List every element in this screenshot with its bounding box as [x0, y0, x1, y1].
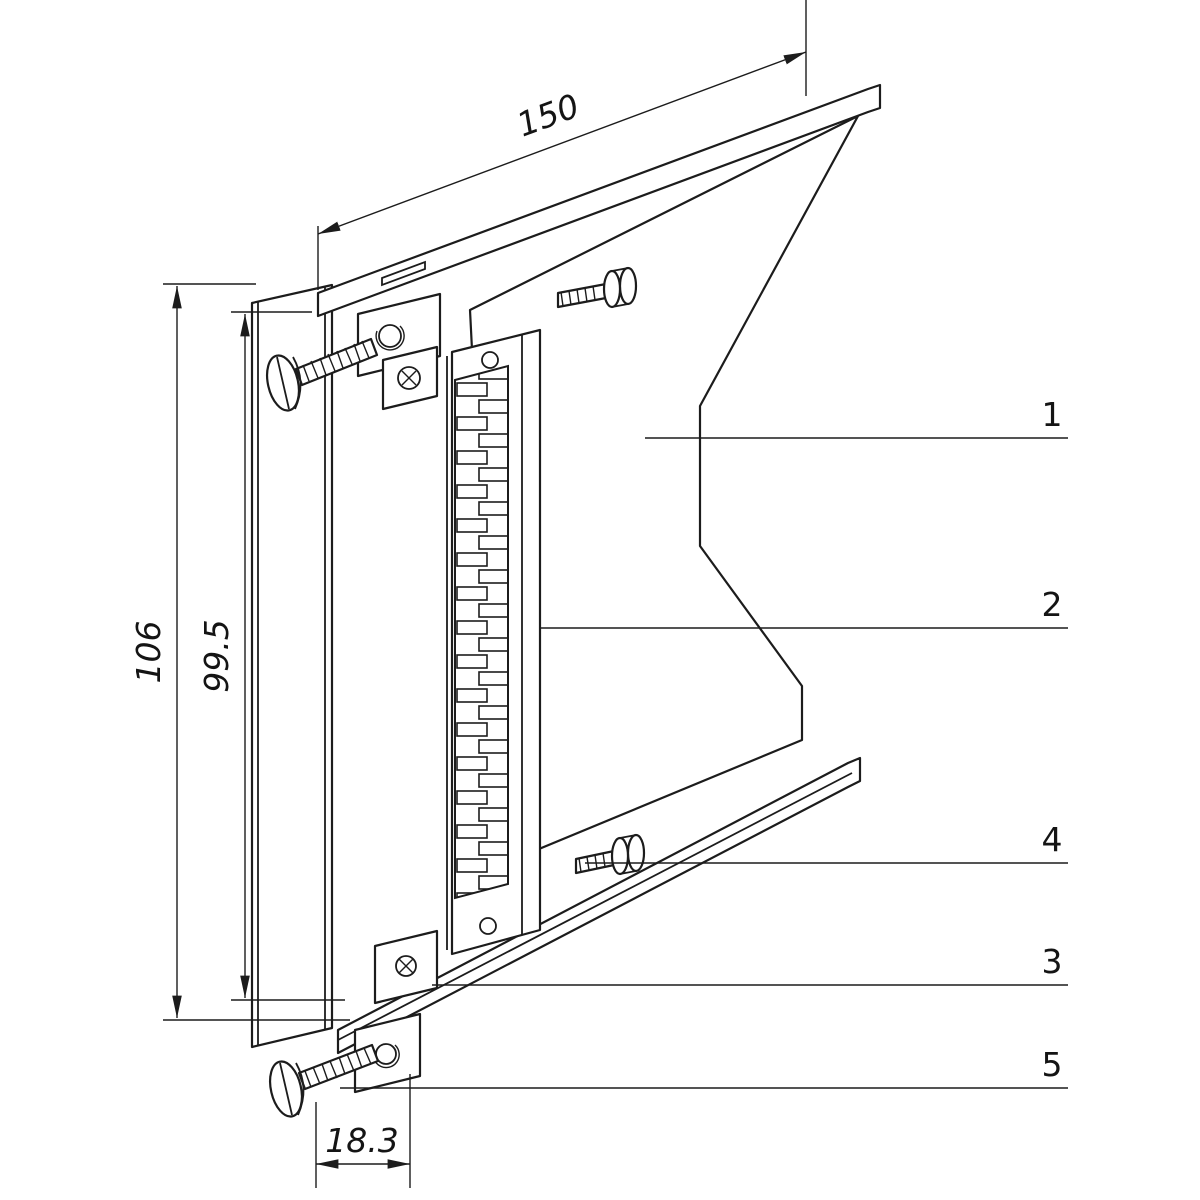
dimension-line: [317, 51, 807, 235]
collar-screw-head-top-line: [619, 834, 637, 839]
collar-screw-head-front: [610, 836, 630, 876]
front-panel-face: [250, 283, 334, 1049]
bottom-rail: [336, 756, 862, 1055]
callout-label-2: 2: [1042, 585, 1063, 624]
dimension-outer-height: 106: [129, 283, 350, 1021]
bottom-bracket: [353, 929, 439, 1094]
connector-hole-top: [481, 351, 499, 369]
collar-screw-middle: [574, 833, 646, 876]
collar-screw-shaft: [574, 849, 616, 875]
dimension-bottom-depth: 18.3: [315, 1074, 411, 1188]
callout-part-2: 2: [540, 585, 1068, 629]
cross-slot-line: [401, 370, 417, 386]
connector-hole-bottom: [479, 917, 497, 935]
callout-label-5: 5: [1042, 1045, 1063, 1084]
dimension-inner-height: 99.5: [197, 311, 345, 1001]
collar-screw-head-back: [626, 833, 646, 873]
connector: [446, 328, 542, 956]
threaded-hole-top: [378, 324, 402, 348]
top-rail-slot: [381, 260, 426, 287]
connector-pin-field: [454, 364, 509, 900]
collar-screw-head-front: [602, 269, 622, 309]
callout-part-1: 1: [645, 395, 1068, 439]
dim-inner-height-label: 99.5: [197, 619, 236, 692]
screw-top-left: [265, 337, 379, 412]
callout-part-3: 3: [432, 942, 1068, 986]
dim-outer-height-label: 106: [129, 621, 168, 684]
callout-label-1: 1: [1042, 395, 1063, 434]
screw-bottom-left: [268, 1043, 380, 1118]
cross-screw-top: [397, 366, 421, 390]
callout-part-5: 5: [340, 1045, 1068, 1089]
bottom-rail-inner-line: [337, 772, 853, 1041]
cross-screw-bottom: [395, 955, 417, 977]
collar-screw-top: [556, 266, 638, 309]
collar-screw-head-back: [618, 266, 638, 306]
screw-thread-ticks: [302, 340, 370, 382]
callout-part-4: 4: [585, 820, 1068, 864]
dim-bottom-depth-label: 18.3: [325, 1121, 398, 1160]
top-bracket: [356, 292, 442, 411]
screw-head-side: [295, 1062, 305, 1116]
cross-slot-line: [398, 958, 414, 974]
callout-label-4: 4: [1042, 820, 1063, 859]
collar-screw-head-top-line: [611, 267, 629, 272]
screw-slot: [279, 1062, 293, 1116]
screw-slot: [276, 356, 290, 410]
thread-arc-top: [375, 325, 405, 351]
callout-label-3: 3: [1042, 942, 1063, 981]
front-panel: [250, 283, 334, 1049]
collar-screw-thread-ticks: [560, 285, 596, 307]
dim-top-length-label: 150: [512, 86, 585, 145]
bottom-rail-bar: [336, 756, 862, 1055]
screw-head-side: [292, 356, 302, 410]
screw-thread-ticks: [304, 1047, 372, 1088]
